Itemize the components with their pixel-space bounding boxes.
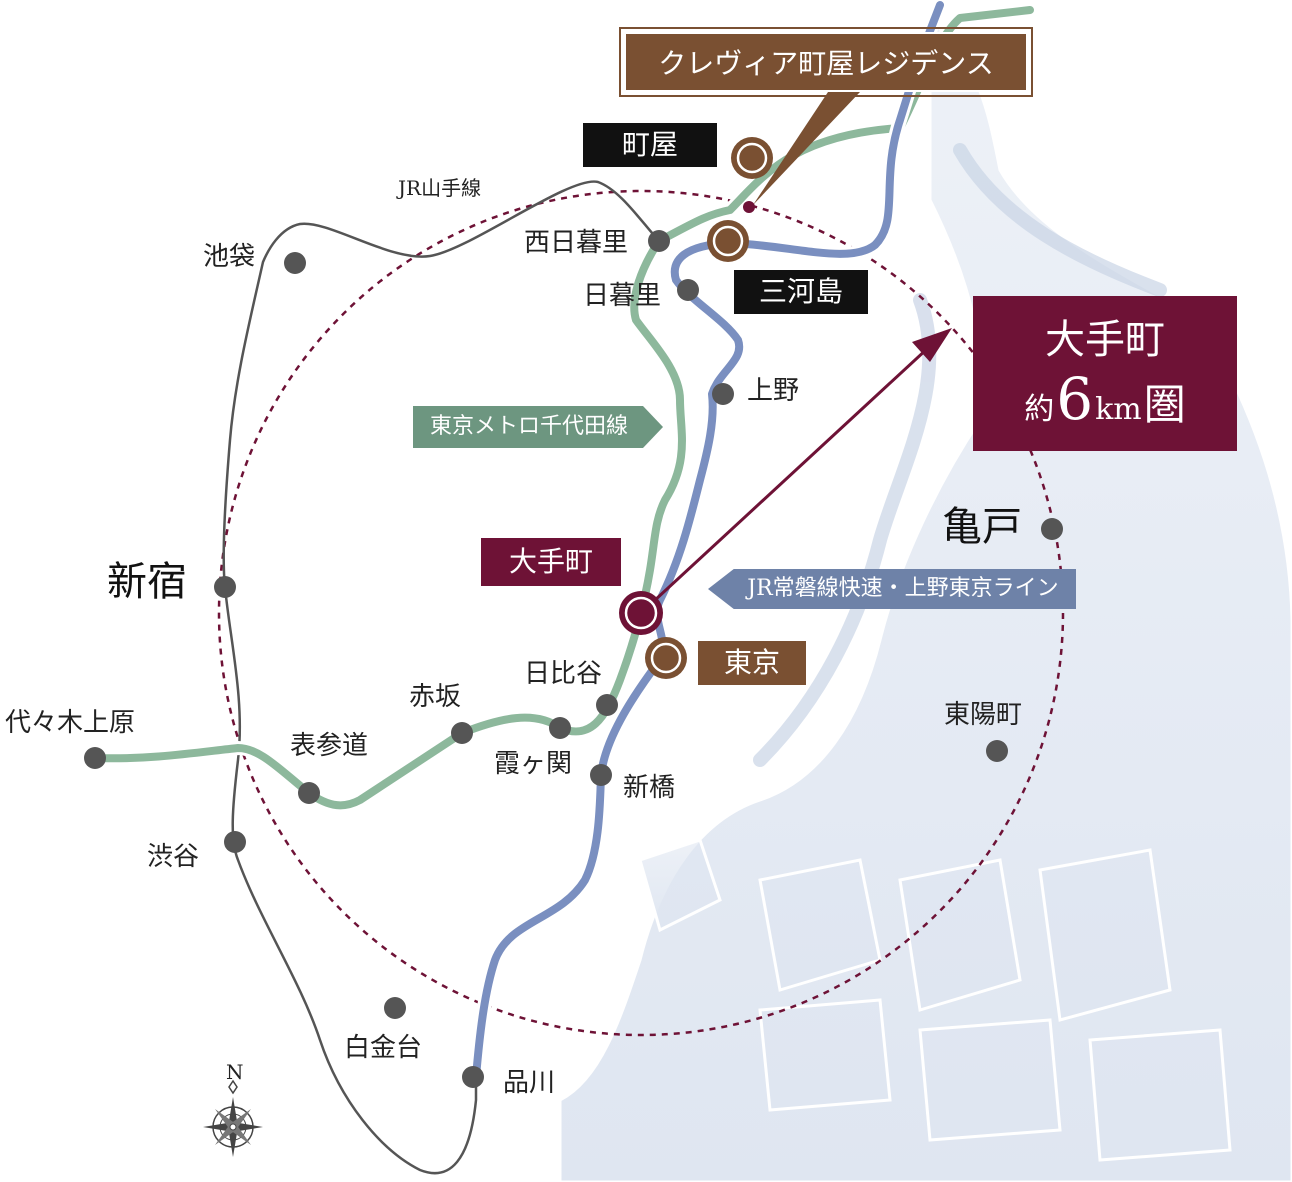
station-dot-omotesando	[298, 782, 320, 804]
station-label-mikawashima: 三河島	[734, 270, 868, 314]
station-label-nishinippori: 西日暮里	[524, 228, 629, 258]
chiyoda-line-label: 東京メトロ千代田線	[413, 406, 663, 448]
station-dot-yoyogiuehara	[84, 747, 106, 769]
station-label-otemachi: 大手町	[481, 538, 621, 586]
station-dot-toyocho	[986, 740, 1008, 762]
station-label-ikebukuro: 池袋	[203, 242, 256, 272]
site-marker	[743, 201, 755, 213]
station-dot-akasaka	[451, 722, 473, 744]
station-dot-ikebukuro	[284, 252, 306, 274]
station-label-omotesando: 表参道	[290, 731, 369, 761]
station-label-kameido: 亀戸	[942, 504, 1022, 550]
station-ring-otemachi	[619, 591, 663, 635]
site-pointer	[753, 92, 860, 205]
station-dot-ueno	[712, 383, 734, 405]
station-dot-kameido	[1041, 518, 1063, 540]
joban-line-label: JR常磐線快速・上野東京ライン	[708, 569, 1076, 609]
radius-label: 大手町 約 6 km 圏	[973, 296, 1237, 451]
station-label-akasaka: 赤坂	[409, 682, 462, 712]
station-label-tokyo: 東京	[698, 641, 806, 685]
station-dot-shibuya	[224, 831, 246, 853]
station-dot-shimbashi	[590, 764, 612, 786]
station-label-yoyogiuehara: 代々木上原	[5, 708, 136, 738]
joban-line	[469, 0, 947, 1084]
station-label-kasumigaseki: 霞ヶ関	[494, 749, 573, 779]
station-label-shirokanedai: 白金台	[344, 1033, 423, 1063]
radius-arrow	[639, 346, 930, 615]
station-dot-nippori	[677, 279, 699, 301]
station-dots	[84, 230, 1063, 1088]
station-dot-hibiya	[596, 694, 618, 716]
radius-unit: km	[1095, 391, 1142, 427]
radius-prefix: 約	[1024, 391, 1055, 427]
station-label-shinjuku: 新宿	[107, 559, 187, 605]
radius-number: 6	[1056, 364, 1094, 433]
river-outline	[753, 143, 1167, 767]
compass-rose-icon	[203, 1079, 263, 1157]
compass-north-label: N	[226, 1060, 244, 1084]
radius-suffix: 圏	[1143, 379, 1186, 429]
station-label-toyocho: 東陽町	[944, 700, 1023, 730]
station-label-shinagawa: 品川	[503, 1068, 556, 1098]
station-label-nippori: 日暮里	[583, 281, 662, 311]
project-title: クレヴィア町屋レジデンス	[619, 27, 1033, 97]
radius-center-label: 大手町	[1045, 316, 1165, 363]
station-dot-nishinippori	[648, 230, 670, 252]
station-dot-shinjuku	[214, 576, 236, 598]
station-dot-kasumigaseki	[549, 717, 571, 739]
station-label-shimbashi: 新橋	[623, 773, 676, 803]
station-label-ueno: 上野	[747, 376, 800, 406]
station-label-hibiya: 日比谷	[524, 659, 603, 689]
radius-circle	[217, 189, 1065, 1037]
yamanote-line-label: JR山手線	[398, 176, 482, 200]
station-ring-tokyo	[645, 637, 687, 679]
station-ring-mikawashima	[707, 220, 749, 262]
station-dot-shinagawa	[462, 1066, 484, 1088]
station-dot-shirokanedai	[384, 997, 406, 1019]
radius-arrowhead	[912, 328, 952, 362]
station-label-machiya: 町屋	[583, 123, 717, 167]
station-ring-machiya	[731, 137, 773, 179]
yamanote-line	[222, 180, 660, 1175]
station-label-shibuya: 渋谷	[147, 842, 200, 872]
